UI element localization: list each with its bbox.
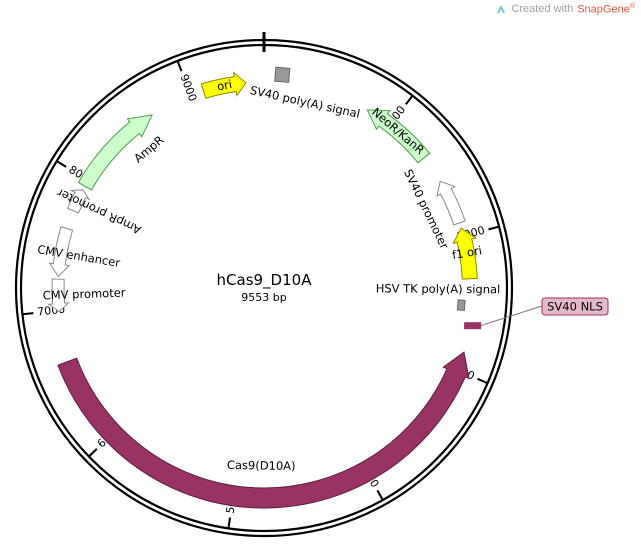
label-cmv-enhancer: CMV enhancer bbox=[36, 242, 121, 270]
feature-hsv-tk-polya-box[interactable] bbox=[456, 299, 466, 311]
label-ori: ori bbox=[216, 77, 233, 94]
snapgene-logo-icon bbox=[497, 5, 506, 14]
plasmid-name: hCas9_D10A bbox=[217, 271, 313, 290]
feature-sv40-promoter-arrow[interactable] bbox=[436, 180, 466, 226]
label-cas9: Cas9(D10A) bbox=[227, 458, 296, 473]
label-cmv-promoter: CMV promoter bbox=[42, 285, 126, 302]
tick-7000 bbox=[22, 312, 34, 316]
feature-cmv-promoter-arrow[interactable] bbox=[47, 278, 70, 313]
tick-5000 bbox=[227, 517, 232, 529]
label-ampr: AmpR bbox=[131, 133, 166, 166]
feature-ampr-arrow[interactable] bbox=[77, 114, 153, 191]
tick-label-9000: 9000 bbox=[177, 72, 199, 103]
watermark-prefix: Created with bbox=[511, 3, 574, 16]
feature-cas9-arrow[interactable] bbox=[57, 351, 470, 509]
feature-boxes[interactable] bbox=[274, 66, 466, 311]
tick-9000 bbox=[176, 60, 183, 72]
label-f1-ori: f1 ori bbox=[451, 243, 483, 262]
feature-neo-kan-arrow[interactable] bbox=[366, 109, 431, 164]
feature-f1-ori-arrow[interactable] bbox=[452, 227, 478, 280]
sv40-nls-leader-line bbox=[480, 305, 543, 327]
label-sv40-promoter: SV40 promoter bbox=[401, 167, 452, 251]
sv40-nls-callout[interactable]: SV40 NLS bbox=[464, 297, 609, 330]
tick-4000 bbox=[376, 489, 384, 501]
watermark-brand: SnapGene bbox=[577, 3, 630, 16]
tick-3000 bbox=[477, 377, 488, 385]
tick-1000 bbox=[405, 95, 414, 106]
feature-sv40-polya-box[interactable] bbox=[274, 66, 291, 83]
snapgene-watermark: Created with SnapGene® bbox=[495, 3, 635, 16]
feature-ori-arrow[interactable] bbox=[200, 71, 247, 99]
watermark-registered: ® bbox=[629, 3, 635, 10]
tick-2000 bbox=[488, 225, 500, 231]
label-hsv-tk-polya: HSV TK poly(A) signal bbox=[376, 281, 501, 296]
inner-features[interactable] bbox=[47, 180, 466, 313]
tick-8000 bbox=[56, 160, 67, 168]
sv40-nls-label-box[interactable] bbox=[541, 297, 609, 316]
sv40-nls-label: SV40 NLS bbox=[547, 300, 603, 314]
tick-6000 bbox=[88, 448, 98, 458]
plasmid-backbone bbox=[14, 32, 514, 538]
plasmid-size: 9553 bp bbox=[241, 291, 286, 304]
feature-ampr-promoter-arrow[interactable] bbox=[66, 189, 91, 214]
label-sv40-polya: SV40 poly(A) signal bbox=[249, 83, 362, 121]
feature-cmv-enhancer-arrow[interactable] bbox=[48, 226, 74, 278]
feature-arrows[interactable] bbox=[57, 71, 478, 509]
sv40-nls-marker[interactable] bbox=[464, 322, 482, 330]
